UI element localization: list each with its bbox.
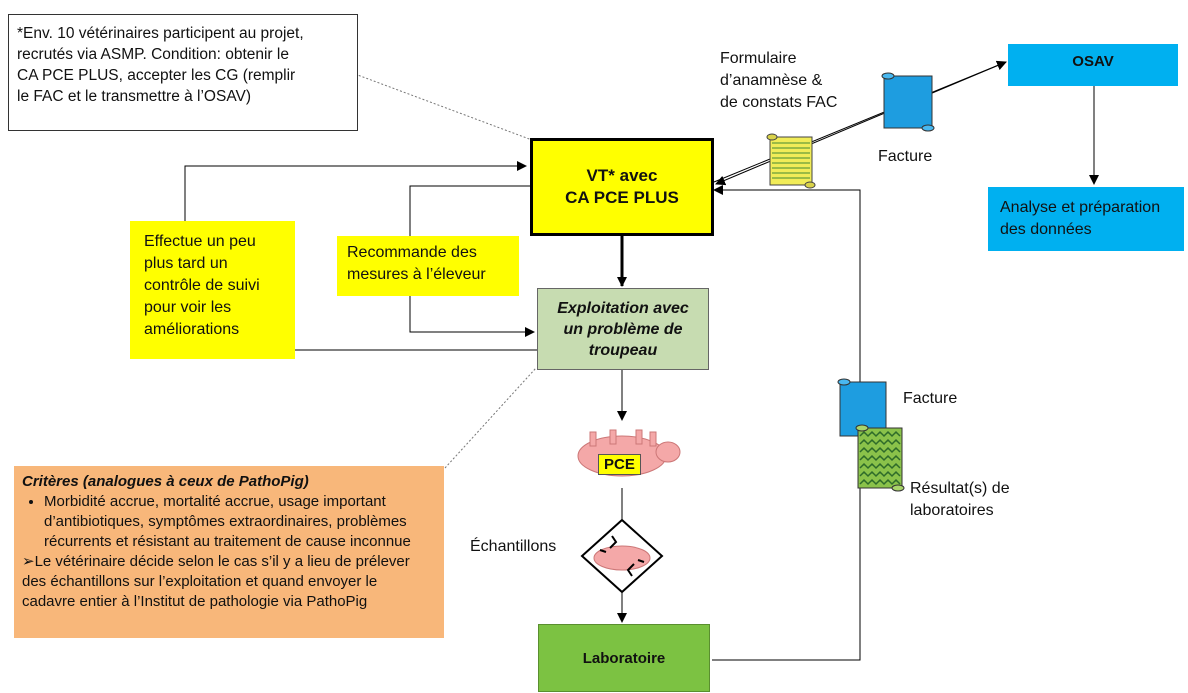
formulaire-line: Formulaire bbox=[720, 50, 797, 67]
echantillons-label: Échantillons bbox=[470, 538, 557, 555]
scroll-icon bbox=[855, 424, 905, 492]
criteria-title: Critères (analogues à ceux de PathoPig) bbox=[22, 473, 309, 490]
followup-box: Effectue un peu plus tard un contrôle de… bbox=[130, 221, 295, 359]
pce-label: PCE bbox=[598, 454, 641, 475]
followup-line: Effectue un peu bbox=[144, 233, 256, 250]
resultats-line: laboratoires bbox=[910, 502, 994, 519]
analyse-line: Analyse et préparation bbox=[1000, 199, 1161, 216]
criteria-bullet-line: Morbidité accrue, mortalité accrue, usag… bbox=[44, 493, 386, 510]
exploitation-node-line: un problème de bbox=[563, 320, 683, 338]
laboratoire-node: Laboratoire bbox=[538, 624, 710, 692]
formulaire-line: de constats FAC bbox=[720, 94, 838, 111]
recruitment-note-box: *Env. 10 vétérinaires participent au pro… bbox=[8, 14, 358, 131]
analyse-node: Analyse et préparation des données bbox=[988, 187, 1184, 251]
vt-node-line: CA PCE PLUS bbox=[565, 188, 679, 207]
followup-line: contrôle de suivi bbox=[144, 277, 260, 294]
laboratoire-label: Laboratoire bbox=[582, 649, 666, 667]
followup-line: améliorations bbox=[144, 321, 240, 338]
osav-to-vt-arrow bbox=[715, 61, 1007, 186]
scroll-icon bbox=[881, 72, 935, 132]
note-line: *Env. 10 vétérinaires participent au pro… bbox=[17, 25, 304, 42]
scroll-icon bbox=[766, 133, 816, 189]
note-line: recrutés via ASMP. Condition: obtenir le bbox=[17, 46, 289, 63]
recommend-line: Recommande des bbox=[347, 244, 477, 261]
exploitation-node-line: troupeau bbox=[588, 341, 658, 359]
exploitation-node-line: Exploitation avec bbox=[557, 299, 689, 317]
resultats-label: Résultat(s) de laboratoires bbox=[910, 478, 1010, 522]
osav-label: OSAV bbox=[1072, 53, 1114, 70]
criteria-box: Critères (analogues à ceux de PathoPig) … bbox=[14, 466, 444, 638]
facture-right-label: Facture bbox=[903, 390, 958, 407]
criteria-bullet-list: Morbidité accrue, mortalité accrue, usag… bbox=[22, 492, 436, 552]
analyse-line: des données bbox=[1000, 221, 1092, 238]
formulaire-label: Formulaire d’anamnèse & de constats FAC bbox=[720, 48, 837, 114]
lab-to-vt-line bbox=[712, 185, 861, 661]
note-connector bbox=[354, 73, 533, 141]
criteria-arrow-line: des échantillons sur l’exploitation et q… bbox=[22, 573, 378, 590]
criteria-bullet-line: récurrents et résistant au traitement de… bbox=[44, 533, 411, 550]
note-line: CA PCE PLUS, accepter les CG (remplir bbox=[17, 67, 296, 84]
followup-line: pour voir les bbox=[144, 299, 232, 316]
recommend-box: Recommande des mesures à l’éleveur bbox=[337, 236, 519, 296]
criteria-arrow-line: ➢Le vétérinaire décide selon le cas s’il… bbox=[22, 553, 410, 570]
formulaire-line: d’anamnèse & bbox=[720, 72, 823, 89]
facture-top-label: Facture bbox=[878, 148, 933, 165]
criteria-bullet-line: d’antibiotiques, symptômes extraordinair… bbox=[44, 513, 407, 530]
criteria-arrow-line: cadavre entier à l’Institut de pathologi… bbox=[22, 593, 368, 610]
resultats-line: Résultat(s) de bbox=[910, 480, 1010, 497]
sample-diamond-icon bbox=[580, 518, 664, 594]
vt-node-line: VT* avec bbox=[586, 166, 658, 185]
vt-node: VT* avec CA PCE PLUS bbox=[530, 138, 714, 236]
followup-line: plus tard un bbox=[144, 255, 228, 272]
osav-node: OSAV bbox=[1008, 44, 1178, 86]
exploitation-node: Exploitation avec un problème de troupea… bbox=[537, 288, 709, 370]
note-line: le FAC et le transmettre à l’OSAV) bbox=[17, 88, 252, 105]
criteria-connector bbox=[444, 367, 537, 469]
recommend-line: mesures à l’éleveur bbox=[347, 266, 486, 283]
criteria-bullet: Morbidité accrue, mortalité accrue, usag… bbox=[44, 492, 436, 552]
